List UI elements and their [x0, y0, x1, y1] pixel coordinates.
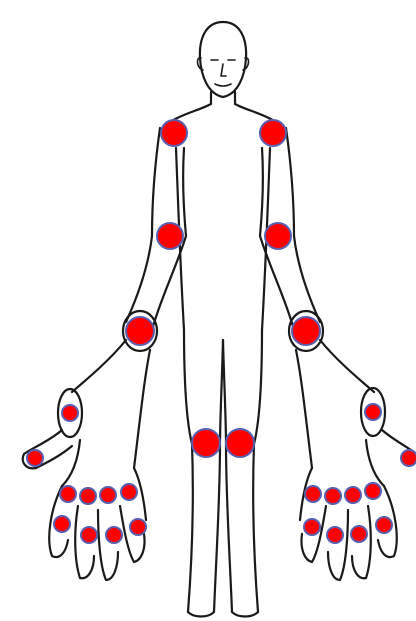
joint-marker-mcp-left-2: [80, 488, 96, 504]
joint-marker-pip-right-1: [304, 519, 320, 535]
joint-marker-mcp-right-2: [325, 488, 341, 504]
joint-marker-mcp-left-1: [60, 486, 76, 502]
right-arm: [260, 128, 374, 468]
joint-marker-mcp-right-1: [305, 486, 321, 502]
joint-marker-mcp-left-4: [121, 484, 137, 500]
joint-marker-wrist-left: [126, 317, 154, 345]
joint-marker-pip-right-3: [351, 526, 367, 542]
joint-marker-mcp-right-3: [345, 487, 361, 503]
joint-marker-mcp-right-4: [365, 483, 381, 499]
joint-marker-pip-left-3: [106, 527, 122, 543]
right-hand: [300, 388, 416, 580]
joint-marker-thumb-tip-left: [27, 450, 43, 466]
legs: [184, 330, 262, 617]
joint-marker-thumb-ip-left: [62, 405, 78, 421]
joint-marker-mcp-left-3: [100, 487, 116, 503]
joint-marker-shoulder-left: [161, 120, 187, 146]
joint-marker-wrist-right: [292, 317, 320, 345]
joint-marker-thumb-tip-right: [401, 450, 416, 466]
joint-marker-elbow-left: [157, 223, 183, 249]
joint-marker-pip-left-1: [54, 516, 70, 532]
joint-marker-elbow-right: [265, 223, 291, 249]
joint-marker-pip-left-4: [130, 519, 146, 535]
joint-marker-pip-right-4: [376, 517, 392, 533]
joint-markers: [27, 120, 416, 543]
left-arm: [72, 128, 186, 468]
joint-marker-pip-right-2: [327, 527, 343, 543]
joint-marker-knee-right: [226, 429, 254, 457]
joint-marker-shoulder-right: [260, 120, 286, 146]
joint-marker-knee-left: [192, 429, 220, 457]
joint-marker-thumb-ip-right: [365, 404, 381, 420]
joint-marker-pip-left-2: [81, 527, 97, 543]
head: [197, 22, 248, 97]
